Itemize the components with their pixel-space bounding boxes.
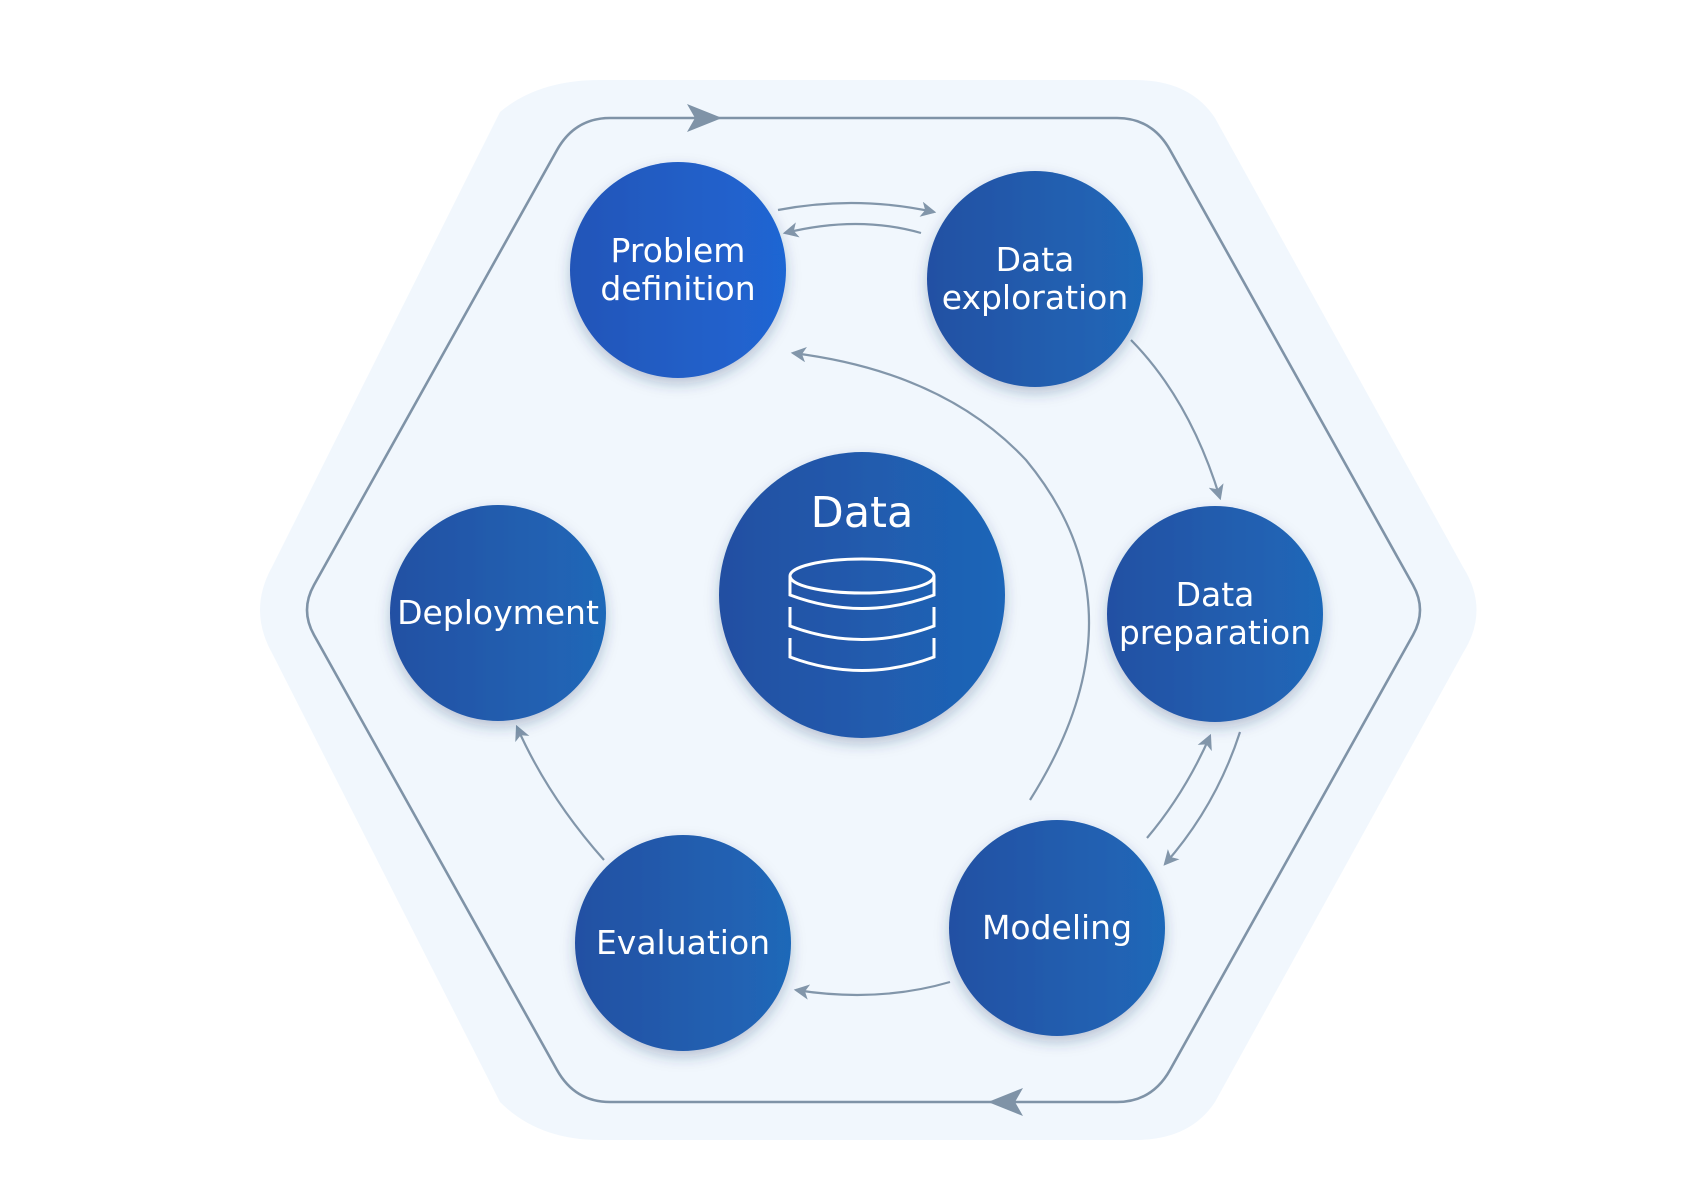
- stage-label: exploration: [942, 278, 1129, 317]
- stage-circle: [949, 820, 1165, 1036]
- stage-node-evaluation[interactable]: Evaluation: [575, 835, 791, 1051]
- stage-label: Modeling: [982, 908, 1132, 947]
- stage-node-modeling[interactable]: Modeling: [949, 820, 1165, 1036]
- center-data-label: Data: [811, 488, 914, 538]
- stage-nodes: ProblemdefinitionDataexplorationDataprep…: [390, 162, 1323, 1051]
- arrow-exploration-to-problem: [782, 222, 922, 238]
- stage-circle: [390, 505, 606, 721]
- arrow-problem-to-exploration: [777, 201, 937, 217]
- arrow-modeling-to-evaluation: [793, 980, 951, 1000]
- arrow-modeling-to-problem: [790, 346, 1091, 801]
- database-icon: [788, 557, 936, 672]
- stage-circle: [927, 171, 1143, 387]
- stage-connectors: [515, 201, 1242, 1000]
- stage-circle: [575, 835, 791, 1051]
- stage-label: Data: [996, 240, 1075, 279]
- stage-label: Evaluation: [596, 923, 770, 962]
- outer-arrow-top-icon: [687, 104, 722, 132]
- center-data-node[interactable]: Data: [719, 452, 1005, 738]
- arrow-exploration-to-preparation: [1130, 339, 1224, 501]
- arrow-evaluation-to-deployment: [515, 724, 605, 861]
- stage-label: Problem: [611, 231, 746, 270]
- arrow-modeling-to-preparation: [1146, 733, 1212, 839]
- outer-arrow-bottom-icon: [988, 1088, 1023, 1116]
- stage-label: Data: [1176, 575, 1255, 614]
- stage-label: preparation: [1119, 613, 1311, 652]
- arrow-preparation-to-modeling: [1163, 731, 1242, 866]
- outer-cycle-path: [305, 116, 1422, 1104]
- stage-label: definition: [600, 269, 755, 308]
- stage-label: Deployment: [397, 593, 599, 632]
- stage-circle: [570, 162, 786, 378]
- stage-node-deployment[interactable]: Deployment: [390, 505, 606, 721]
- stage-circle: [1107, 506, 1323, 722]
